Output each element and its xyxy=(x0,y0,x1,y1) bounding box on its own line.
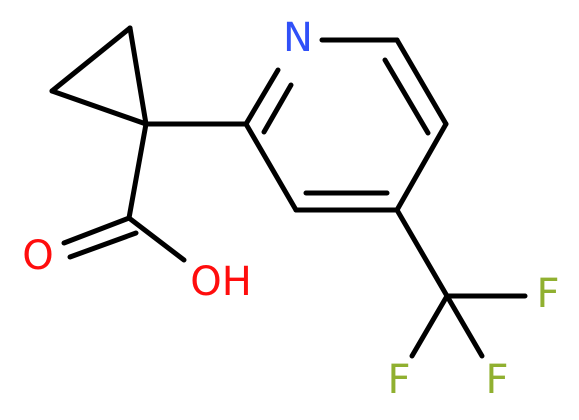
bond-c2-n1-outer xyxy=(243,67,281,127)
bond-carbonyl-2 xyxy=(67,230,139,260)
atom-fluorine-bottom-left: F xyxy=(387,357,410,403)
bond-c6-c5-inner xyxy=(382,57,431,136)
bond-cf3-f3 xyxy=(444,293,485,359)
bond-c5-c4 xyxy=(394,121,449,213)
bond-carbonyl-1 xyxy=(61,215,132,246)
atom-carbonyl-oxygen: O xyxy=(22,233,53,279)
bond-c6-c5-outer xyxy=(394,37,449,127)
atom-nitrogen: N xyxy=(283,15,313,61)
bond-c4-cf3 xyxy=(394,207,450,299)
bond-cyclopropane-top-quaternary xyxy=(127,25,149,127)
bond-cyclopropane-top-left xyxy=(49,25,133,94)
bond-cyclopropane-left-quaternary xyxy=(49,88,149,127)
atom-fluorine-right: F xyxy=(536,271,559,317)
bond-c2-n1-inner xyxy=(261,82,294,135)
bond-cf3-f2 xyxy=(409,293,450,359)
bond-quaternary-carboxyl xyxy=(126,121,149,221)
bond-c3-c2 xyxy=(243,121,299,213)
atom-hydroxyl: OH xyxy=(190,259,252,305)
atom-fluorine-bottom-right: F xyxy=(485,357,508,403)
bond-carboxyl-hydroxyl xyxy=(126,215,187,263)
